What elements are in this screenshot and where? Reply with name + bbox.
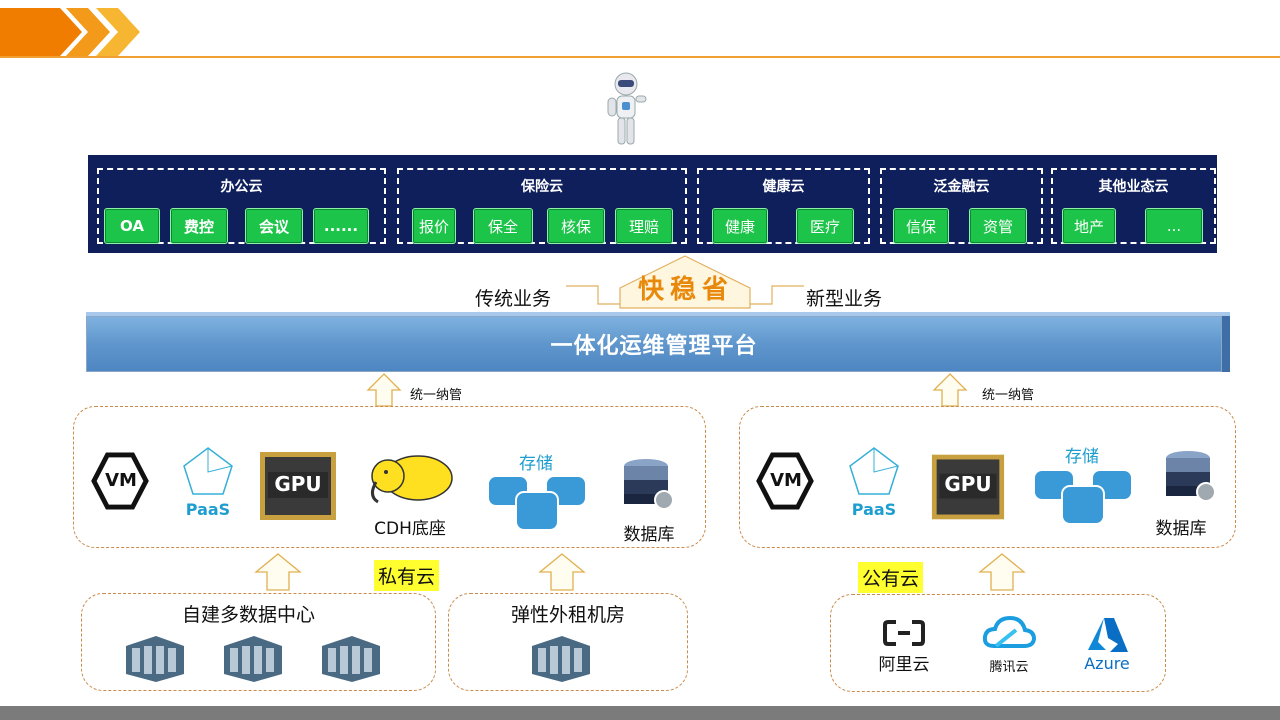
group-finance-cloud: 泛金融云 信保 资管 (880, 168, 1043, 244)
hadoop-elephant-icon (371, 455, 453, 504)
new-business-label: 新型业务 (806, 288, 883, 310)
item-expense[interactable]: 费控 (170, 208, 228, 244)
platform-top-face (86, 312, 1230, 317)
item-underwrite[interactable]: 核保 (547, 208, 605, 244)
traditional-business-label: 传统业务 (475, 288, 552, 310)
storage-label: 存储 (519, 454, 553, 474)
item-meeting[interactable]: 会议 (245, 208, 303, 244)
item-claims[interactable]: 理赔 (615, 208, 673, 244)
group-health-cloud: 健康云 健康 医疗 (697, 168, 870, 244)
gpu-icon (931, 454, 1005, 520)
cdh-label: CDH底座 (374, 519, 446, 539)
gpu-icon (260, 452, 336, 520)
group-other-cloud: 其他业态云 地产 ... (1051, 168, 1216, 244)
ops-platform-bar: 一体化运维管理平台 (86, 316, 1222, 372)
item-credit-insurance[interactable]: 信保 (893, 208, 949, 244)
aliyun-label: 阿里云 (878, 655, 930, 675)
database-label: 数据库 (623, 525, 675, 545)
rented-dc-box (448, 593, 688, 691)
vm-label: VM (770, 470, 802, 491)
group-title: 办公云 (220, 179, 263, 195)
item-real-estate[interactable]: 地产 (1062, 208, 1116, 244)
rented-dc-title: 弹性外租机房 (510, 604, 625, 626)
header-line (0, 56, 1280, 58)
storage-label: 存储 (1065, 447, 1099, 467)
group-title: 泛金融云 (933, 179, 990, 195)
item-ellipsis[interactable]: ... (1145, 208, 1203, 244)
business-cloud-bar: 办公云 OA 费控 会议 ...... 保险云 报价 保全 核保 理赔 健康云 … (88, 155, 1217, 253)
unified-manage-label-left: 统一纳管 (410, 388, 463, 403)
group-insurance-cloud: 保险云 报价 保全 核保 理赔 (397, 168, 687, 244)
server-rack-icon (532, 636, 590, 682)
gpu-label: GPU (944, 472, 992, 496)
server-rack-icon (322, 636, 380, 682)
group-title: 保险云 (521, 179, 563, 195)
private-cloud-tag: 私有云 (374, 560, 440, 591)
private-cloud-box (73, 406, 706, 548)
up-arrow-icon (978, 553, 1026, 591)
slogan-connector (566, 255, 804, 309)
paas-icon (183, 447, 233, 495)
database-icon (1166, 451, 1216, 502)
unified-manage-label-right: 统一纳管 (982, 388, 1035, 403)
item-oa[interactable]: OA (104, 208, 160, 244)
up-arrow-icon (538, 553, 586, 591)
item-asset-management[interactable]: 资管 (969, 208, 1027, 244)
item-quote[interactable]: 报价 (412, 208, 456, 244)
footer-bar (0, 706, 1280, 720)
vm-label: VM (105, 470, 137, 491)
item-health[interactable]: 健康 (712, 208, 768, 244)
azure-label: Azure (1084, 654, 1130, 673)
self-built-dc-title: 自建多数据中心 (181, 604, 315, 626)
storage-icon (1033, 469, 1133, 525)
up-arrow-icon (932, 373, 968, 407)
item-medical[interactable]: 医疗 (796, 208, 854, 244)
database-label: 数据库 (1155, 519, 1207, 539)
group-title: 健康云 (762, 179, 805, 195)
item-more[interactable]: ...... (313, 208, 369, 244)
database-icon (624, 459, 674, 510)
public-cloud-tag: 公有云 (858, 562, 924, 593)
tencent-cloud-logo-icon (982, 615, 1036, 648)
slogan-text: 快稳省 (637, 274, 734, 305)
vm-icon (91, 452, 149, 510)
group-title: 其他业态云 (1098, 179, 1169, 195)
header-chevrons (0, 8, 140, 56)
paas-label: PaaS (185, 500, 231, 519)
paas-label: PaaS (851, 500, 897, 519)
storage-icon (487, 475, 587, 531)
self-built-dc-box (81, 593, 436, 691)
robot-icon (607, 72, 647, 145)
up-arrow-icon (366, 373, 402, 407)
public-providers-box (830, 594, 1166, 692)
aliyun-logo-icon (883, 620, 925, 646)
tencent-cloud-label: 腾讯云 (989, 660, 1029, 675)
azure-logo-icon (1088, 618, 1128, 652)
vm-icon (756, 452, 814, 510)
gpu-label: GPU (274, 472, 322, 496)
server-rack-icon (224, 636, 282, 682)
server-rack-icon (126, 636, 184, 682)
item-preserve[interactable]: 保全 (473, 208, 533, 244)
group-office-cloud: 办公云 OA 费控 会议 ...... (97, 168, 386, 244)
public-cloud-box (739, 406, 1236, 548)
up-arrow-icon (254, 553, 302, 591)
paas-icon (849, 447, 899, 495)
platform-side-face (1222, 316, 1230, 372)
